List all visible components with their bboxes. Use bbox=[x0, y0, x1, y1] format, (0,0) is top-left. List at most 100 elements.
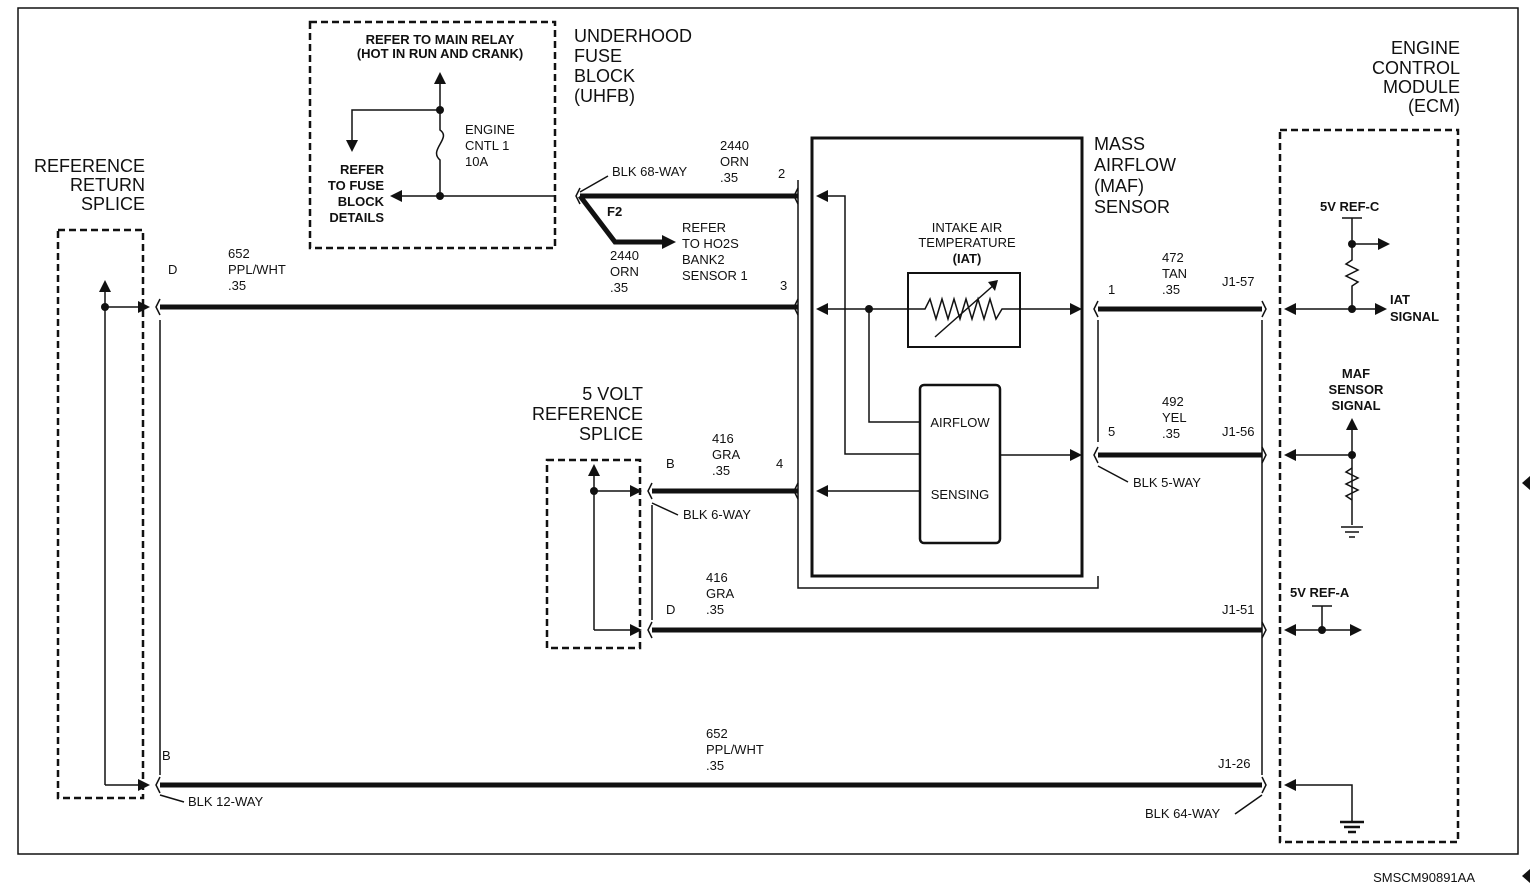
arrow-icon bbox=[988, 280, 998, 291]
w492-3: .35 bbox=[1162, 426, 1180, 441]
maf-shield bbox=[797, 180, 1099, 589]
five-volt-box bbox=[545, 458, 642, 650]
maf-internal-3b bbox=[868, 309, 920, 423]
w472-1: 472 bbox=[1162, 250, 1184, 265]
uhfb-title-3: BLOCK bbox=[574, 66, 635, 86]
w416b-1: 416 bbox=[706, 570, 728, 585]
maf-title-4: SENSOR bbox=[1094, 197, 1170, 217]
junction-dot bbox=[436, 192, 444, 200]
w492-1: 492 bbox=[1162, 394, 1184, 409]
arrow-right-icon bbox=[138, 301, 150, 313]
fuse-detail-1: REFER bbox=[340, 162, 385, 177]
w2440a-2: ORN bbox=[720, 154, 749, 169]
w652a-2: PPL/WHT bbox=[228, 262, 286, 277]
pin-j151: J1-51 bbox=[1222, 602, 1255, 617]
ecm-title-1: ENGINE bbox=[1391, 38, 1460, 58]
connector-blk12: BLK 12-WAY bbox=[188, 794, 263, 809]
pin-j157: J1-57 bbox=[1222, 274, 1255, 289]
resistor-icon bbox=[1344, 244, 1360, 309]
ground-icon bbox=[1340, 820, 1364, 834]
arrow-left-icon bbox=[1284, 449, 1296, 461]
w652a-3: .35 bbox=[228, 278, 246, 293]
maf-title-1: MASS bbox=[1094, 134, 1145, 154]
ecm-box bbox=[1278, 128, 1460, 844]
maf-signal-1: MAF bbox=[1342, 366, 1370, 381]
relay-label-1: REFER TO MAIN RELAY bbox=[366, 32, 515, 47]
w416b-2: GRA bbox=[706, 586, 735, 601]
maf-title-3: (MAF) bbox=[1094, 176, 1144, 196]
w472-3: .35 bbox=[1162, 282, 1180, 297]
w416a-1: 416 bbox=[712, 431, 734, 446]
w492-2: YEL bbox=[1162, 410, 1187, 425]
arrow-right-icon bbox=[662, 235, 676, 249]
sensing-label: SENSING bbox=[931, 487, 990, 502]
arrow-right-icon bbox=[1350, 624, 1362, 636]
ref-return-1: REFERENCE bbox=[34, 156, 145, 176]
maf-title-2: AIRFLOW bbox=[1094, 155, 1176, 175]
page-marker-icon bbox=[1522, 476, 1530, 490]
w652b-3: .35 bbox=[706, 758, 724, 773]
arrow-left-icon bbox=[1284, 303, 1296, 315]
ho2s-1: REFER bbox=[682, 220, 726, 235]
fuse-label-3: 10A bbox=[465, 154, 488, 169]
ho2s-2: TO HO2S bbox=[682, 236, 739, 251]
arrow-left-icon bbox=[816, 485, 828, 497]
five-volt-3: SPLICE bbox=[579, 424, 643, 444]
w416b-3: .35 bbox=[706, 602, 724, 617]
maf-signal-2: SENSOR bbox=[1329, 382, 1385, 397]
relay-label-2: (HOT IN RUN AND CRANK) bbox=[357, 46, 523, 61]
arrow-left-icon bbox=[816, 303, 828, 315]
fuse-detail-2: TO FUSE bbox=[328, 178, 384, 193]
w472-2: TAN bbox=[1162, 266, 1187, 281]
uhfb-title-1: UNDERHOOD bbox=[574, 26, 692, 46]
ecm-title-4: (ECM) bbox=[1408, 96, 1460, 116]
arrow-right-icon bbox=[630, 485, 642, 497]
leader bbox=[1097, 465, 1129, 483]
ref-return-2: RETURN bbox=[70, 175, 145, 195]
w2440b-3: .35 bbox=[610, 280, 628, 295]
ref-a-label: 5V REF-A bbox=[1290, 585, 1350, 600]
ref-return-3: SPLICE bbox=[81, 194, 145, 214]
maf-internal-2 bbox=[818, 195, 920, 455]
arrow-up-icon bbox=[434, 72, 446, 84]
w2440b-1: 2440 bbox=[610, 248, 639, 263]
arrow-down-icon bbox=[346, 140, 358, 152]
iat-signal-2: SIGNAL bbox=[1390, 309, 1439, 324]
fuse-detail-4: DETAILS bbox=[329, 210, 384, 225]
w416a-3: .35 bbox=[712, 463, 730, 478]
arrow-right-icon bbox=[630, 624, 642, 636]
arrow-right-icon bbox=[1070, 449, 1082, 461]
airflow-sensing-box bbox=[918, 383, 1002, 545]
iat-label-3: (IAT) bbox=[953, 251, 982, 266]
w416a-2: GRA bbox=[712, 447, 741, 462]
leader bbox=[579, 175, 609, 193]
arrow-left-icon bbox=[390, 190, 402, 202]
w652b-1: 652 bbox=[706, 726, 728, 741]
five-volt-2: REFERENCE bbox=[532, 404, 643, 424]
pin-4: 4 bbox=[776, 456, 783, 471]
iat-signal-1: IAT bbox=[1390, 292, 1410, 307]
arrow-up-icon bbox=[99, 280, 111, 292]
ground-icon bbox=[1341, 526, 1363, 538]
maf-sensor-box bbox=[810, 136, 1084, 578]
leader bbox=[1234, 794, 1263, 815]
fuse-symbol bbox=[435, 110, 445, 196]
iat-label-2: TEMPERATURE bbox=[918, 235, 1016, 250]
ho2s-3: BANK2 bbox=[682, 252, 725, 267]
pin-j156: J1-56 bbox=[1222, 424, 1255, 439]
relay-to-fuse-detail bbox=[351, 109, 440, 148]
iat-box bbox=[907, 272, 1021, 348]
arrow-right-icon bbox=[1378, 238, 1390, 250]
fuse-label-2: CNTL 1 bbox=[465, 138, 509, 153]
pin-j126: J1-26 bbox=[1218, 756, 1251, 771]
connector-blk6: BLK 6-WAY bbox=[683, 507, 751, 522]
w2440a-1: 2440 bbox=[720, 138, 749, 153]
uhfb-title-2: FUSE bbox=[574, 46, 622, 66]
iat-label-1: INTAKE AIR bbox=[932, 220, 1003, 235]
pin-d-1: D bbox=[168, 262, 177, 277]
ref-c-label: 5V REF-C bbox=[1320, 199, 1380, 214]
thermistor-icon bbox=[908, 296, 1020, 322]
connector-blk5: BLK 5-WAY bbox=[1133, 475, 1201, 490]
ho2s-4: SENSOR 1 bbox=[682, 268, 748, 283]
arrow-right-icon bbox=[138, 779, 150, 791]
